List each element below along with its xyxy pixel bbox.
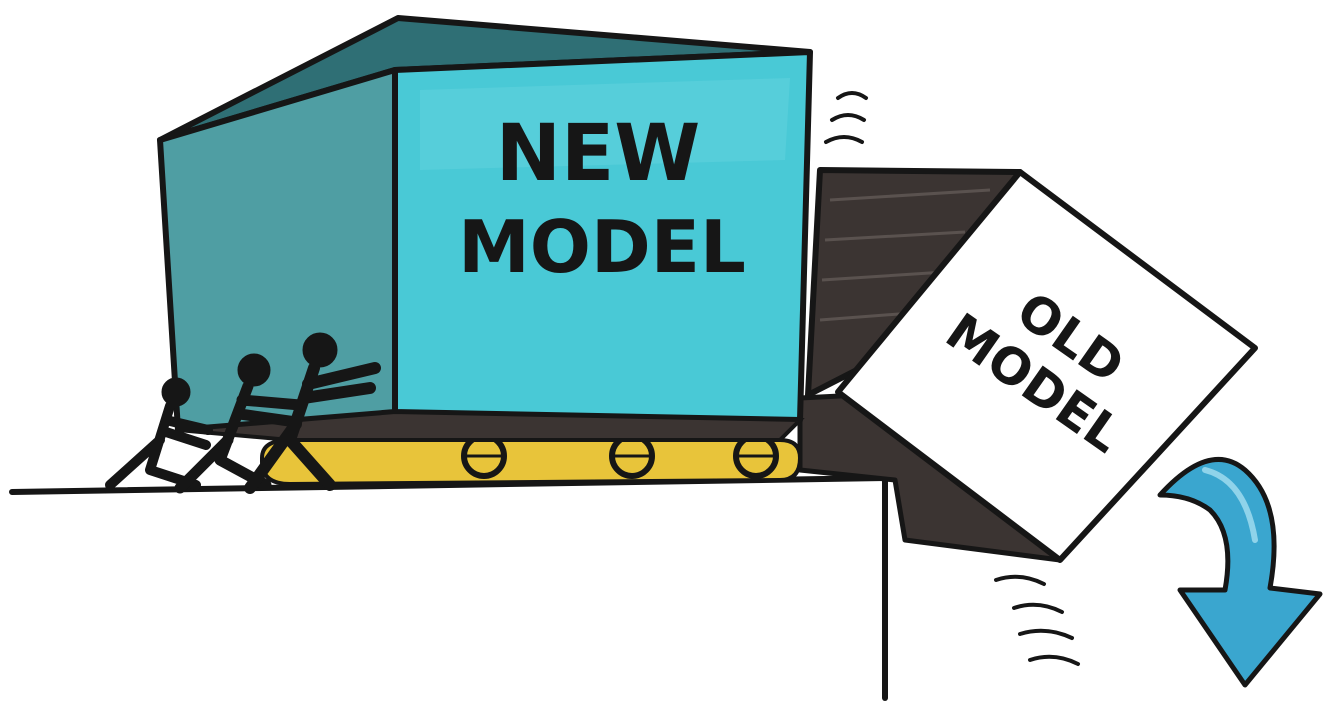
conveyor-wheels-icon bbox=[262, 436, 800, 484]
new-model-line2: MODEL bbox=[458, 205, 746, 289]
new-model-line1: NEW bbox=[496, 109, 701, 199]
down-arrow-icon bbox=[1160, 459, 1320, 685]
ground-ledge bbox=[12, 478, 885, 698]
